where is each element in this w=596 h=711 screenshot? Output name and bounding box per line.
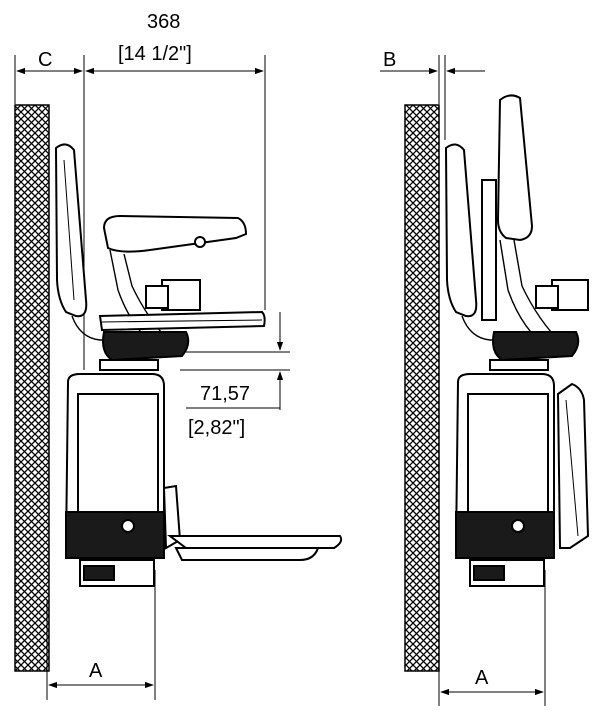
right-backrest [444,143,478,318]
right-control-box-inner [535,285,559,309]
height-value-mm: 71,57 [200,383,250,405]
right-wall [404,104,440,672]
b-label: B [383,49,396,71]
left-seat-line [101,319,263,323]
left-backrest [54,143,88,318]
right-footrest-edge [565,399,579,537]
right-swivel-mechanism [492,331,580,362]
a-right-label: A [475,667,489,689]
depth-value-in: [14 1/2"] [118,43,192,65]
left-backrest-bracket [71,315,140,341]
left-key-switch [121,519,135,533]
right-carriage-foot [473,565,505,581]
right-armrest-column [481,179,497,321]
left-footrest [167,535,343,549]
right-key-switch [511,519,525,533]
left-swivel-plate [99,359,159,371]
right-swivel-plate [489,359,549,371]
left-carriage-foot [83,565,115,581]
left-swivel-mechanism [102,331,190,362]
right-backrest-bracket [461,315,530,341]
right-carriage-cover [467,393,549,515]
left-backrest-inner [63,159,75,301]
a-left-label: A [89,660,103,682]
right-footrest-folded [556,382,590,549]
height-value-in: [2,82"] [188,417,245,439]
depth-value-mm: 368 [147,11,180,33]
right-armrest-folded [496,94,534,242]
left-wall [14,104,50,672]
c-label: C [38,49,52,71]
left-armrest-knob [194,236,206,248]
left-control-box-inner [145,285,169,309]
left-view: C 368 [14 1/2"] 71,57 [2,82"] [14,11,343,700]
left-carriage-panel [65,511,165,559]
right-view: B A [380,49,590,706]
left-footrest-plate [174,547,320,561]
left-armrest [102,214,248,253]
left-carriage-cover [77,393,159,515]
right-carriage-panel [455,511,555,559]
